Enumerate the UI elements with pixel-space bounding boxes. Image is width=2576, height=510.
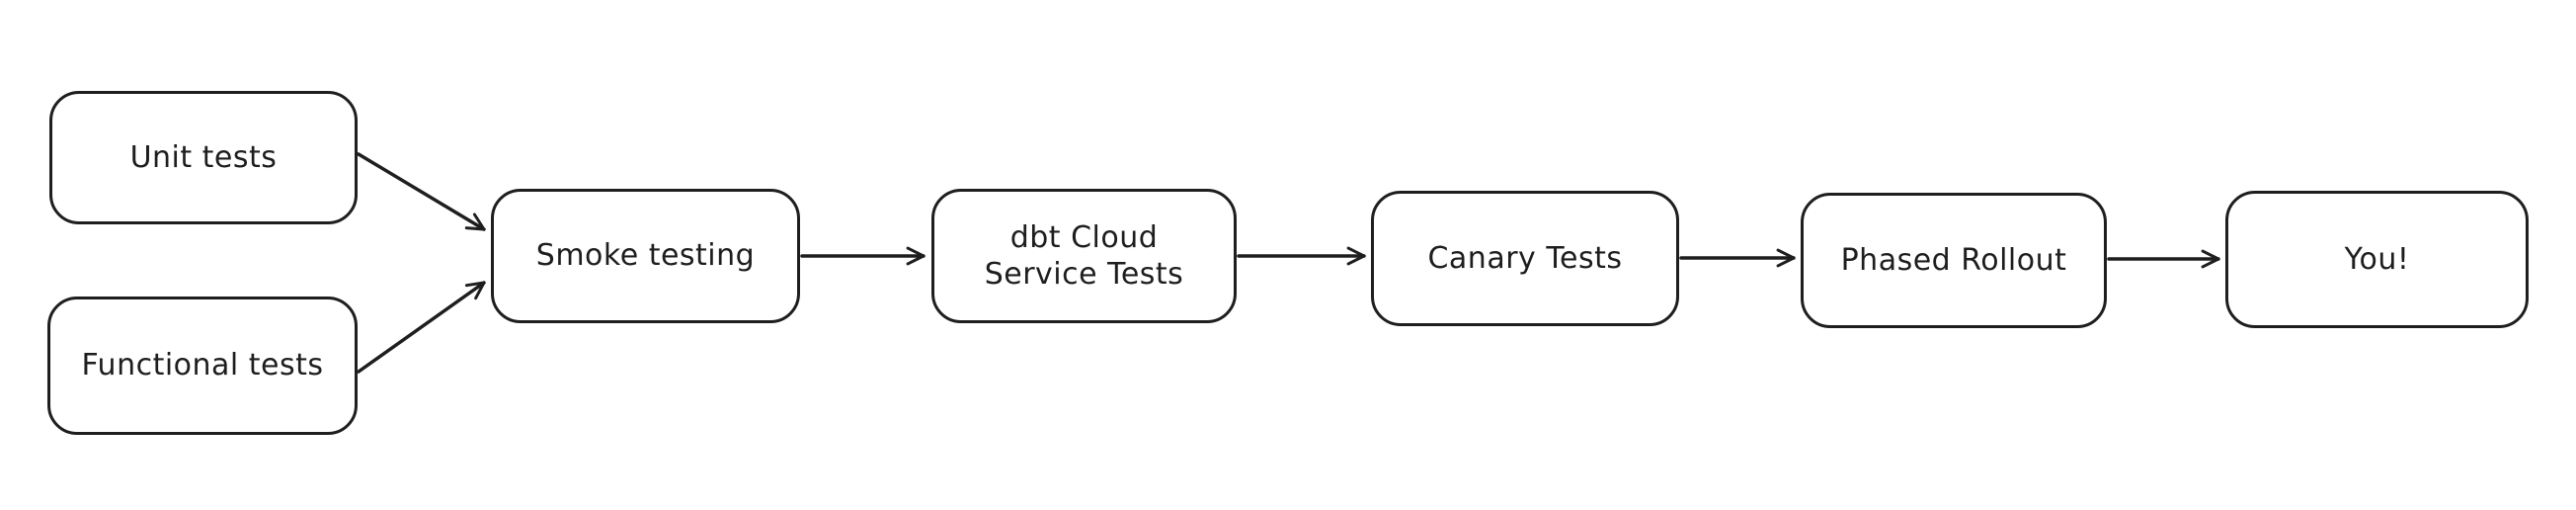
node-functional-tests: Functional tests xyxy=(47,297,358,435)
node-dbt-cloud-service-tests: dbt Cloud Service Tests xyxy=(931,189,1237,323)
node-phased-rollout: Phased Rollout xyxy=(1801,193,2107,328)
node-canary-tests-label: Canary Tests xyxy=(1427,240,1623,276)
node-unit-tests-label: Unit tests xyxy=(129,139,278,175)
node-canary-tests: Canary Tests xyxy=(1371,191,1679,326)
node-functional-tests-label: Functional tests xyxy=(81,348,324,383)
node-smoke-testing: Smoke testing xyxy=(491,189,800,323)
node-dbt-cloud-service-tests-label: dbt Cloud Service Tests xyxy=(984,219,1184,293)
node-smoke-testing-label: Smoke testing xyxy=(535,238,756,274)
node-phased-rollout-label: Phased Rollout xyxy=(1840,242,2067,278)
node-you: You! xyxy=(2225,191,2529,328)
node-unit-tests: Unit tests xyxy=(49,91,358,224)
node-you-label: You! xyxy=(2344,241,2410,277)
edge-unit-tests-to-smoke-testing xyxy=(357,152,486,231)
edge-functional-tests-to-smoke-testing xyxy=(357,281,486,374)
